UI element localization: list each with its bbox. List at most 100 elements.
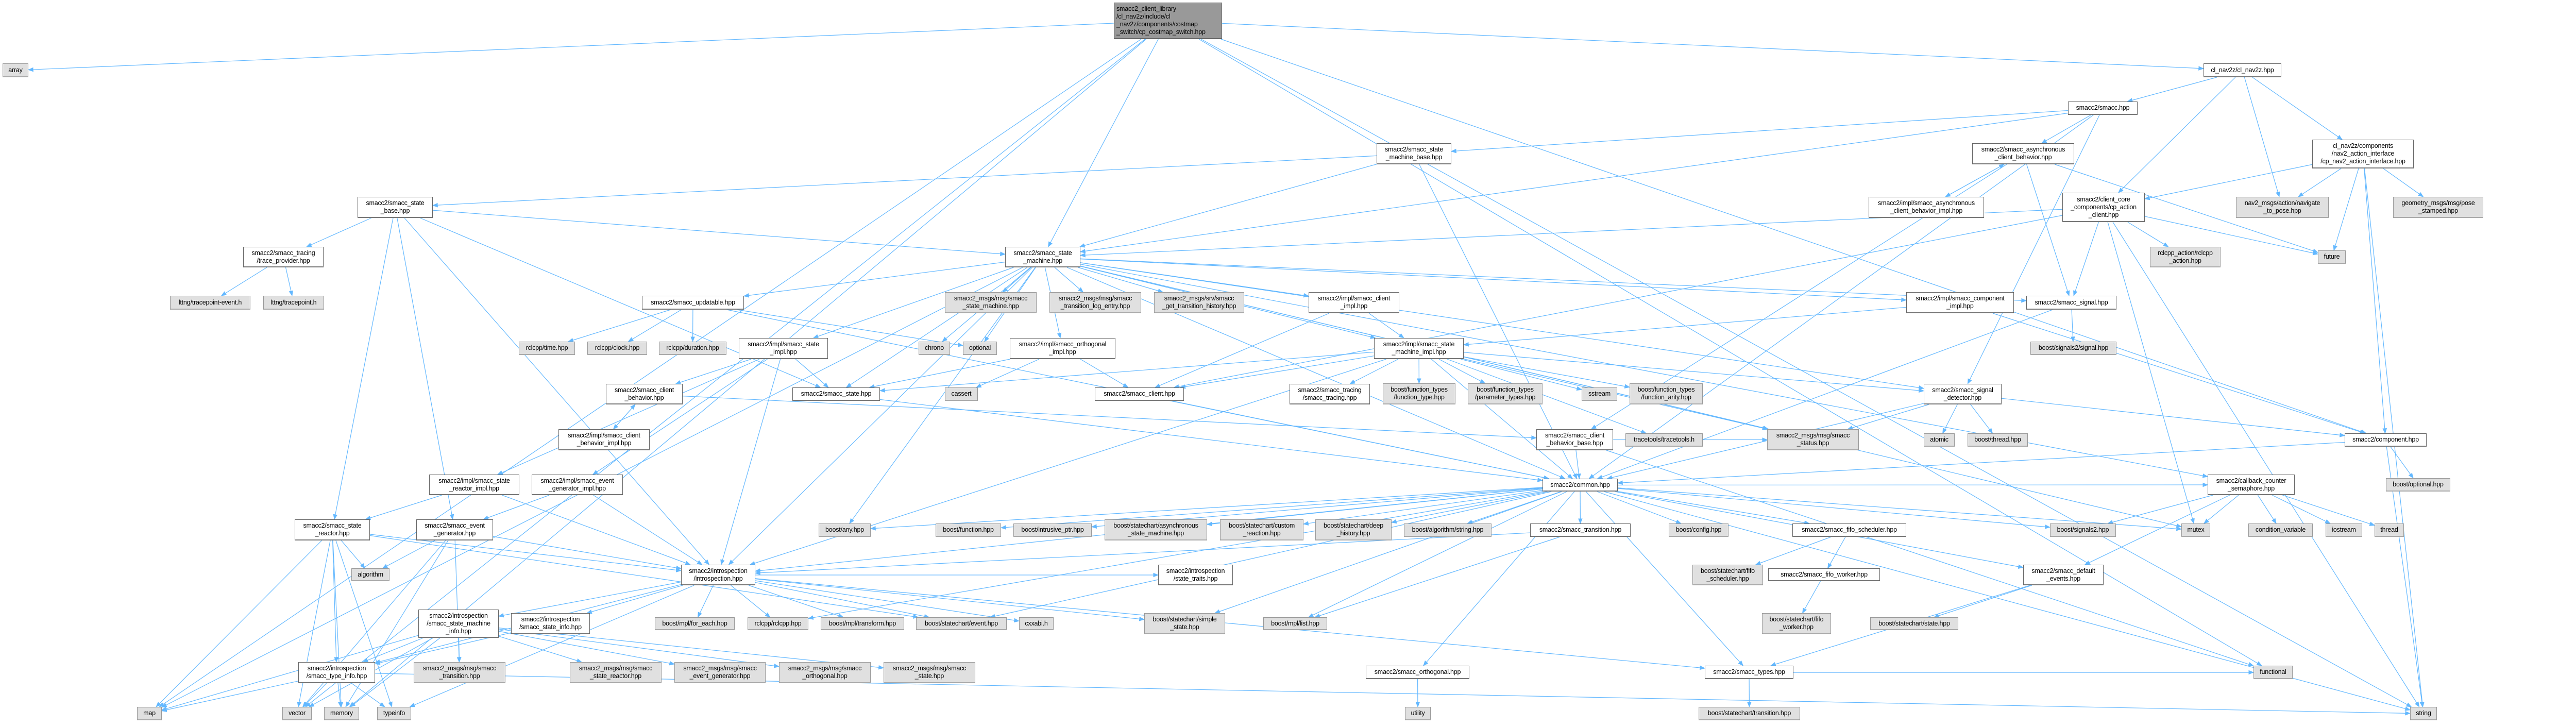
node-mutex[interactable]: mutex: [2181, 523, 2210, 537]
node-semaphore[interactable]: smacc2/callback_counter _semaphore.hpp: [2208, 475, 2295, 495]
node-ft[interactable]: boost/function_types /function_type.hpp: [1383, 383, 1455, 404]
node-eg-impl[interactable]: smacc2/impl/smacc_event _generator_impl.…: [532, 475, 623, 495]
node-duration[interactable]: rclcpp/duration.hpp: [659, 342, 726, 355]
node-detector[interactable]: smacc2/smacc_signal _detector.hpp: [1924, 384, 2002, 404]
node-fifo-sched[interactable]: smacc2/smacc_fifo_scheduler.hpp: [1792, 523, 1906, 537]
node-msg-sr[interactable]: smacc2_msgs/msg/smacc _state_reactor.hpp: [570, 662, 662, 683]
node-msg-eg[interactable]: smacc2_msgs/msg/smacc _event_generator.h…: [674, 662, 766, 683]
node-iostream[interactable]: iostream: [2326, 523, 2362, 537]
node-state-reactor[interactable]: smacc2/smacc_state _reactor.hpp: [295, 519, 370, 540]
node-type-info[interactable]: smacc2/introspection /smacc_type_info.hp…: [298, 662, 375, 683]
node-orth-impl[interactable]: smacc2/impl/smacc_orthogonal _impl.hpp: [1010, 338, 1115, 359]
node-sstream[interactable]: sstream: [1582, 387, 1617, 401]
node-tp[interactable]: lttng/tracepoint.h: [263, 296, 324, 310]
node-cb[interactable]: smacc2/smacc_client _behavior.hpp: [606, 384, 683, 404]
node-msg-tle[interactable]: smacc2_msgs/msg/smacc _transition_log_en…: [1049, 292, 1141, 313]
node-array[interactable]: array: [3, 63, 28, 77]
node-event-gen[interactable]: smacc2/smacc_event _generator.hpp: [416, 519, 493, 540]
node-msg-state[interactable]: smacc2_msgs/msg/smacc _state.hpp: [884, 662, 975, 683]
node-map[interactable]: map: [137, 707, 162, 720]
node-function[interactable]: boost/function.hpp: [936, 523, 1001, 537]
node-common[interactable]: smacc2/common.hpp: [1543, 479, 1618, 492]
node-custom[interactable]: boost/statechart/custom _reaction.hpp: [1220, 519, 1303, 540]
node-algorithm[interactable]: algorithm: [351, 568, 389, 581]
node-b-fifo-worker[interactable]: boost/statechart/fifo _worker.hpp: [1762, 613, 1831, 634]
node-future[interactable]: future: [2318, 250, 2346, 264]
node-tracing[interactable]: smacc2/smacc_tracing /smacc_tracing.hpp: [1290, 384, 1370, 404]
node-vector[interactable]: vector: [282, 707, 312, 720]
node-optional[interactable]: optional: [963, 342, 997, 355]
node-signals2[interactable]: boost/signals2.hpp: [2050, 523, 2116, 537]
node-condvar[interactable]: condition_variable: [2248, 523, 2313, 537]
node-msg-orth[interactable]: smacc2_msgs/msg/smacc _orthogonal.hpp: [779, 662, 871, 683]
node-b-signal[interactable]: boost/signals2/signal.hpp: [2030, 342, 2116, 355]
node-atomic[interactable]: atomic: [1924, 433, 1955, 447]
node-cbb[interactable]: smacc2/smacc_client _behavior_base.hpp: [1536, 429, 1613, 450]
node-root[interactable]: smacc2_client_library /cl_nav2z/include/…: [1114, 3, 1222, 39]
node-state-impl[interactable]: smacc2/impl/smacc_state _impl.hpp: [739, 338, 828, 359]
node-for-each[interactable]: boost/mpl/for_each.hpp: [655, 617, 735, 630]
node-pt[interactable]: boost/function_types /parameter_types.hp…: [1468, 383, 1543, 404]
node-transform[interactable]: boost/mpl/transform.hpp: [821, 617, 904, 630]
node-rclcpp-action[interactable]: rclcpp_action/rclcpp _action.hpp: [2150, 247, 2221, 267]
node-alg-string[interactable]: boost/algorithm/string.hpp: [1404, 523, 1492, 537]
node-cb-impl[interactable]: smacc2/impl/smacc_client _behavior_impl.…: [558, 429, 650, 450]
node-status[interactable]: smacc2_msgs/msg/smacc _status.hpp: [1767, 429, 1859, 450]
node-sc-state[interactable]: boost/statechart/state.hpp: [1870, 617, 1958, 630]
node-sm-impl[interactable]: smacc2/impl/smacc_state _machine_impl.hp…: [1374, 338, 1464, 359]
node-cassert[interactable]: cassert: [945, 387, 978, 401]
node-memory[interactable]: memory: [324, 707, 359, 720]
node-any[interactable]: boost/any.hpp: [819, 523, 871, 537]
node-deep[interactable]: boost/statechart/deep _history.hpp: [1315, 519, 1392, 540]
node-functional[interactable]: functional: [2253, 666, 2293, 679]
node-event[interactable]: boost/statechart/event.hpp: [916, 617, 1007, 630]
node-updatable[interactable]: smacc2/smacc_updatable.hpp: [642, 296, 744, 310]
node-typeinfo[interactable]: typeinfo: [377, 707, 411, 720]
node-smacc[interactable]: smacc2/smacc.hpp: [2068, 102, 2138, 115]
node-config[interactable]: boost/config.hpp: [1669, 523, 1728, 537]
node-b-fifo-sched[interactable]: boost/statechart/fifo _scheduler.hpp: [1692, 565, 1763, 585]
node-tracetools[interactable]: tracetools/tracetools.h: [1625, 433, 1703, 447]
node-fa[interactable]: boost/function_types /function_arity.hpp: [1630, 383, 1703, 404]
node-state-info[interactable]: smacc2/introspection /smacc_state_info.h…: [511, 613, 590, 634]
node-nav2-iface[interactable]: cl_nav2z/components /nav2_action_interfa…: [2312, 140, 2414, 168]
node-msg-sm[interactable]: smacc2_msgs/msg/smacc _state_machine.hpp: [945, 292, 1037, 313]
node-signal[interactable]: smacc2/smacc_signal.hpp: [2026, 296, 2116, 310]
node-msg-transition[interactable]: smacc2_msgs/msg/smacc _transition.hpp: [414, 662, 505, 683]
node-srv-gth[interactable]: smacc2_msgs/srv/smacc _get_transition_hi…: [1154, 292, 1244, 313]
node-sm[interactable]: smacc2/smacc_state _machine.hpp: [1005, 247, 1080, 267]
node-types[interactable]: smacc2/smacc_types.hpp: [1705, 666, 1793, 679]
node-cp-action-client[interactable]: smacc2/client_core _components/cp_action…: [2062, 193, 2145, 222]
node-component[interactable]: smacc2/component.hpp: [2345, 433, 2427, 447]
node-b-optional[interactable]: boost/optional.hpp: [2386, 478, 2450, 492]
node-simple-state[interactable]: boost/statechart/simple _state.hpp: [1144, 613, 1225, 634]
node-rclcpp[interactable]: rclcpp/rclcpp.hpp: [748, 617, 808, 630]
node-introspection[interactable]: smacc2/introspection /introspection.hpp: [681, 565, 755, 585]
node-sc-transition[interactable]: boost/statechart/transition.hpp: [1699, 707, 1800, 720]
node-async-sm[interactable]: boost/statechart/asynchronous _state_mac…: [1105, 519, 1207, 540]
node-smacc-state[interactable]: smacc2/smacc_state.hpp: [792, 387, 880, 401]
node-sm-info[interactable]: smacc2/introspection /smacc_state_machin…: [418, 610, 499, 638]
node-thread-hpp[interactable]: boost/thread.hpp: [1968, 433, 2028, 447]
node-fifo-worker[interactable]: smacc2/smacc_fifo_worker.hpp: [1768, 568, 1880, 581]
node-client[interactable]: smacc2/smacc_client.hpp: [1095, 387, 1184, 401]
node-component-impl[interactable]: smacc2/impl/smacc_component _impl.hpp: [1906, 292, 2014, 313]
node-nav2-msgs[interactable]: nav2_msgs/action/navigate _to_pose.hpp: [2236, 197, 2329, 218]
node-state-traits[interactable]: smacc2/introspection /state_traits.hpp: [1158, 565, 1233, 585]
node-string[interactable]: string: [2410, 707, 2437, 720]
node-orthogonal[interactable]: smacc2/smacc_orthogonal.hpp: [1366, 666, 1469, 679]
node-thread[interactable]: thread: [2375, 523, 2404, 537]
node-pose[interactable]: geometry_msgs/msg/pose _stamped.hpp: [2393, 197, 2483, 218]
node-state-base[interactable]: smacc2/smacc_state _base.hpp: [358, 197, 433, 218]
node-tp-event[interactable]: lttng/tracepoint-event.h: [170, 296, 250, 310]
node-time[interactable]: rclcpp/time.hpp: [519, 342, 575, 355]
node-mpl-list[interactable]: boost/mpl/list.hpp: [1263, 617, 1327, 630]
node-intrusive[interactable]: boost/intrusive_ptr.hpp: [1013, 523, 1092, 537]
node-transition[interactable]: smacc2/smacc_transition.hpp: [1530, 523, 1631, 537]
node-async-impl[interactable]: smacc2/impl/smacc_asynchronous _client_b…: [1869, 197, 1984, 218]
node-sr-impl[interactable]: smacc2/impl/smacc_state _reactor_impl.hp…: [429, 475, 519, 495]
node-default-events[interactable]: smacc2/smacc_default _events.hpp: [2023, 565, 2104, 585]
node-client-impl[interactable]: smacc2/impl/smacc_client _impl.hpp: [1309, 292, 1399, 313]
node-async-cb[interactable]: smacc2/smacc_asynchronous _client_behavi…: [1972, 143, 2074, 164]
node-cl-nav2z[interactable]: cl_nav2z/cl_nav2z.hpp: [2204, 63, 2281, 77]
